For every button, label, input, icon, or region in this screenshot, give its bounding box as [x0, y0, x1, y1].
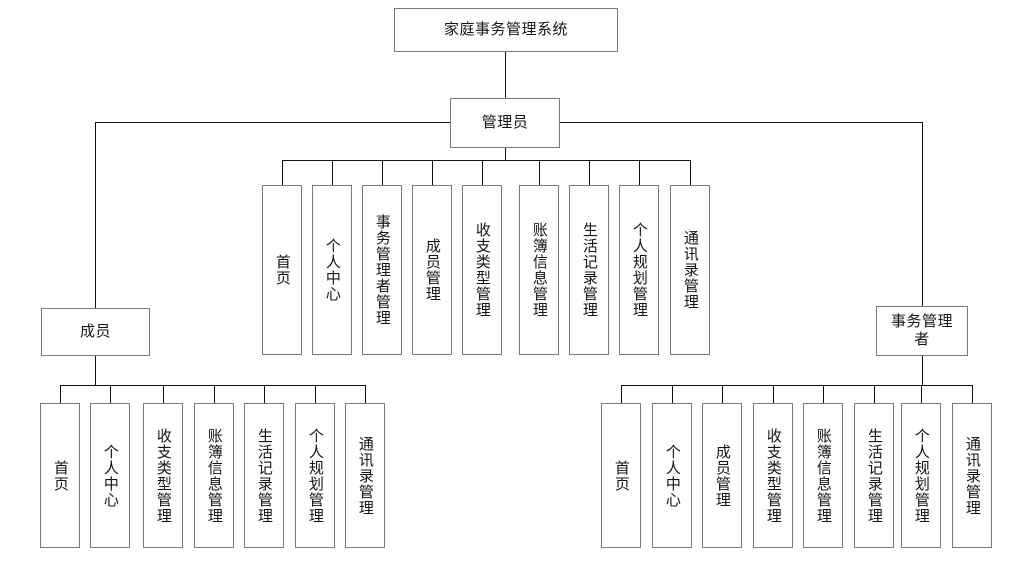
- connector-manager-stub-3: [773, 385, 774, 403]
- node-label: 成员管理: [423, 238, 442, 302]
- node-label: 收支类型管理: [154, 427, 173, 524]
- node-member-child-5[interactable]: 个人规划管理: [295, 403, 335, 548]
- connector-member-stub-5: [315, 385, 316, 403]
- connector-manager-stub-0: [621, 385, 622, 403]
- connector-manager-stub-4: [823, 385, 824, 403]
- node-manager-child-5[interactable]: 生活记录管理: [854, 403, 894, 548]
- connector-manager-stub-7: [972, 385, 973, 403]
- connector-admin-stub-7: [639, 160, 640, 185]
- connector-admin-stub-4: [482, 160, 483, 185]
- connector-admin-bus: [282, 160, 690, 161]
- node-label: 首页: [612, 459, 631, 492]
- node-admin-child-4[interactable]: 收支类型管理: [462, 185, 502, 355]
- node-label: 生活记录管理: [255, 427, 274, 524]
- node-manager-child-3[interactable]: 收支类型管理: [753, 403, 793, 548]
- connector-admin-right-arm: [560, 122, 922, 123]
- node-member-child-2[interactable]: 收支类型管理: [143, 403, 183, 548]
- node-label: 事务管理者管理: [373, 214, 392, 326]
- node-label: 首页: [273, 254, 292, 286]
- node-label: 生活记录管理: [580, 222, 599, 318]
- connector-right-arm-drop: [922, 122, 923, 306]
- node-member-child-4[interactable]: 生活记录管理: [244, 403, 284, 548]
- connector-member-stub-3: [214, 385, 215, 403]
- node-manager-child-2[interactable]: 成员管理: [702, 403, 742, 548]
- node-member-label: 成员: [79, 322, 111, 341]
- connector-manager-stub-6: [921, 385, 922, 403]
- node-member[interactable]: 成员: [41, 308, 150, 356]
- node-manager-child-4[interactable]: 账簿信息管理: [803, 403, 843, 548]
- node-member-child-3[interactable]: 账簿信息管理: [194, 403, 234, 548]
- node-manager-child-1[interactable]: 个人中心: [652, 403, 692, 548]
- connector-member-bus: [60, 385, 340, 386]
- node-label: 账簿信息管理: [205, 427, 224, 524]
- connector-member-bus-ext: [340, 385, 366, 386]
- node-admin[interactable]: 管理员: [450, 98, 560, 148]
- node-member-child-0[interactable]: 首页: [40, 403, 80, 548]
- node-label: 个人中心: [323, 238, 342, 302]
- connector-admin-stub-6: [589, 160, 590, 185]
- connector-root-to-admin: [505, 52, 506, 98]
- connector-admin-left-arm: [95, 122, 450, 123]
- node-member-child-1[interactable]: 个人中心: [90, 403, 130, 548]
- node-label: 生活记录管理: [865, 427, 884, 524]
- node-root-label: 家庭事务管理系统: [443, 20, 568, 39]
- node-manager-label: 事务管理者: [890, 312, 953, 348]
- connector-member-down: [95, 356, 96, 385]
- node-root[interactable]: 家庭事务管理系统: [394, 8, 618, 52]
- node-label: 成员管理: [713, 443, 732, 508]
- connector-member-stub-1: [110, 385, 111, 403]
- connector-left-arm-drop: [95, 122, 96, 308]
- node-admin-child-2[interactable]: 事务管理者管理: [362, 185, 402, 355]
- node-admin-child-0[interactable]: 首页: [262, 185, 302, 355]
- node-admin-label: 管理员: [481, 113, 529, 132]
- connector-admin-stub-1: [332, 160, 333, 185]
- connector-manager-down: [922, 356, 923, 385]
- node-manager-child-0[interactable]: 首页: [601, 403, 641, 548]
- node-admin-child-3[interactable]: 成员管理: [412, 185, 452, 355]
- node-label: 账簿信息管理: [814, 427, 833, 524]
- node-admin-child-6[interactable]: 生活记录管理: [569, 185, 609, 355]
- connector-manager-stub-1: [672, 385, 673, 403]
- node-admin-child-1[interactable]: 个人中心: [312, 185, 352, 355]
- connector-manager-stub-2: [722, 385, 723, 403]
- connector-member-stub-2: [163, 385, 164, 403]
- node-label: 个人规划管理: [630, 222, 649, 318]
- connector-manager-bus: [621, 385, 972, 386]
- node-label: 收支类型管理: [764, 427, 783, 524]
- node-manager-child-7[interactable]: 通讯录管理: [952, 403, 992, 548]
- node-admin-child-8[interactable]: 通讯录管理: [670, 185, 710, 355]
- node-label: 账簿信息管理: [530, 222, 549, 318]
- connector-member-stub-6: [365, 385, 366, 403]
- connector-admin-stub-8: [690, 160, 691, 185]
- node-label: 通讯录管理: [356, 435, 375, 516]
- node-label: 通讯录管理: [963, 435, 982, 516]
- node-manager-child-6[interactable]: 个人规划管理: [901, 403, 941, 548]
- node-label: 收支类型管理: [473, 222, 492, 318]
- node-label: 通讯录管理: [681, 230, 700, 310]
- node-admin-child-5[interactable]: 账簿信息管理: [519, 185, 559, 355]
- node-label: 个人规划管理: [306, 427, 325, 524]
- connector-member-stub-4: [264, 385, 265, 403]
- node-admin-child-7[interactable]: 个人规划管理: [619, 185, 659, 355]
- connector-admin-stub-2: [382, 160, 383, 185]
- node-member-child-6[interactable]: 通讯录管理: [345, 403, 385, 548]
- connector-admin-stub-3: [432, 160, 433, 185]
- node-label: 个人中心: [663, 443, 682, 508]
- node-label: 首页: [51, 459, 70, 492]
- connector-admin-stub-5: [539, 160, 540, 185]
- connector-member-stub-0: [60, 385, 61, 403]
- node-label: 个人规划管理: [912, 427, 931, 524]
- connector-manager-stub-5: [874, 385, 875, 403]
- node-manager[interactable]: 事务管理者: [876, 306, 968, 356]
- connector-admin-down: [505, 148, 506, 160]
- connector-admin-stub-0: [282, 160, 283, 185]
- node-label: 个人中心: [101, 443, 120, 508]
